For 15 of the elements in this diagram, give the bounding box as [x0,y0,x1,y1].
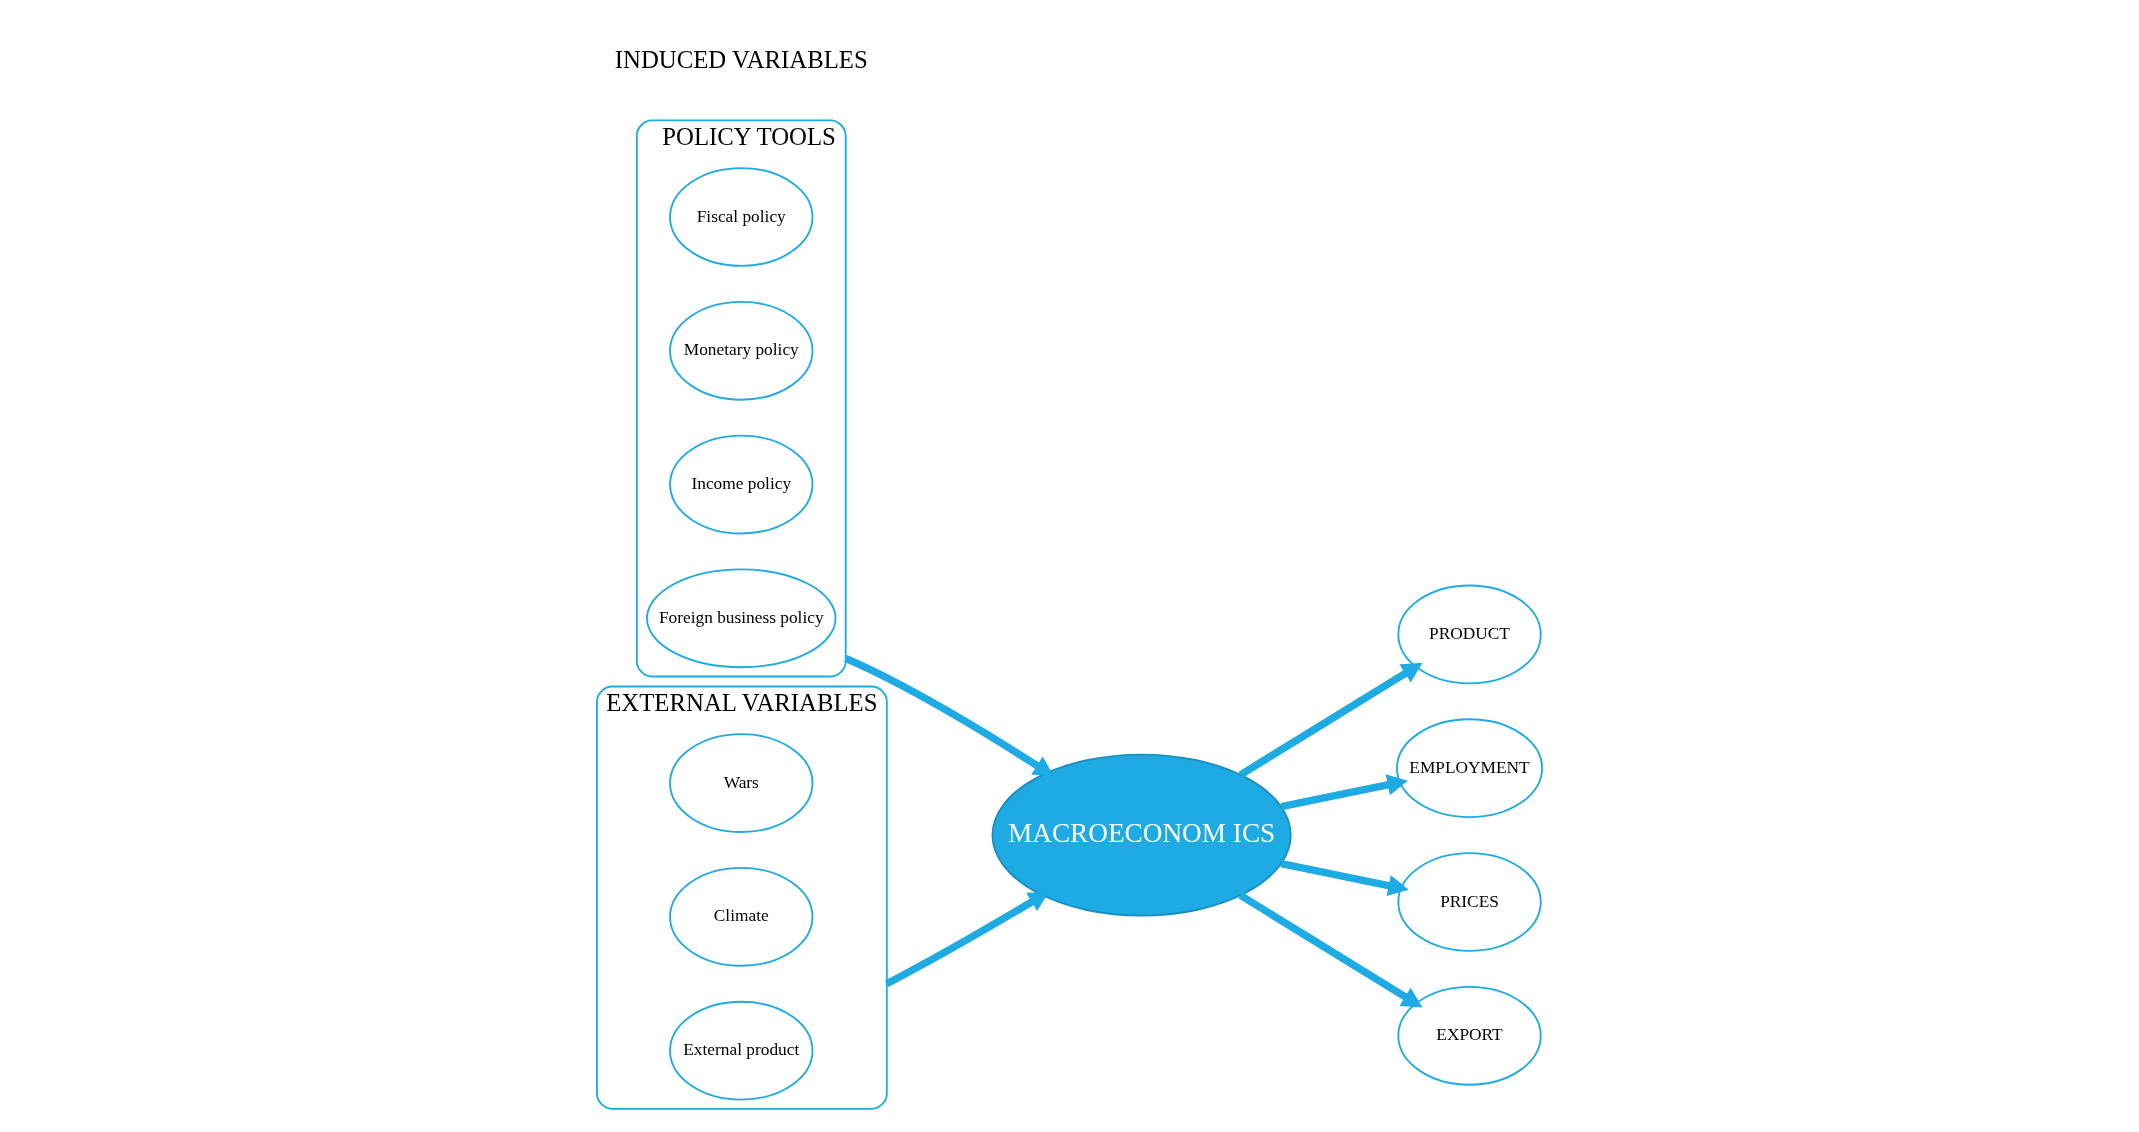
label: INDUCED VARIABLES [614,46,868,74]
node-ellipse: Climate [669,867,814,967]
node-ellipse: PRICES [1397,852,1542,952]
arrow [844,655,1055,777]
node-ellipse: Income policy [669,434,814,535]
arrow [1280,774,1408,811]
node-ellipse: EMPLOYMENT [1396,718,1543,819]
node-ellipse: External product [669,1000,814,1101]
arrow [1238,662,1423,779]
node-ellipse: Fiscal policy [669,167,814,267]
arrow [1280,859,1409,897]
node-ellipse: Foreign business policy [646,568,837,669]
node-ellipse: Monetary policy [669,300,814,401]
node-ellipse: Wars [669,733,814,833]
arrow [1238,892,1423,1008]
